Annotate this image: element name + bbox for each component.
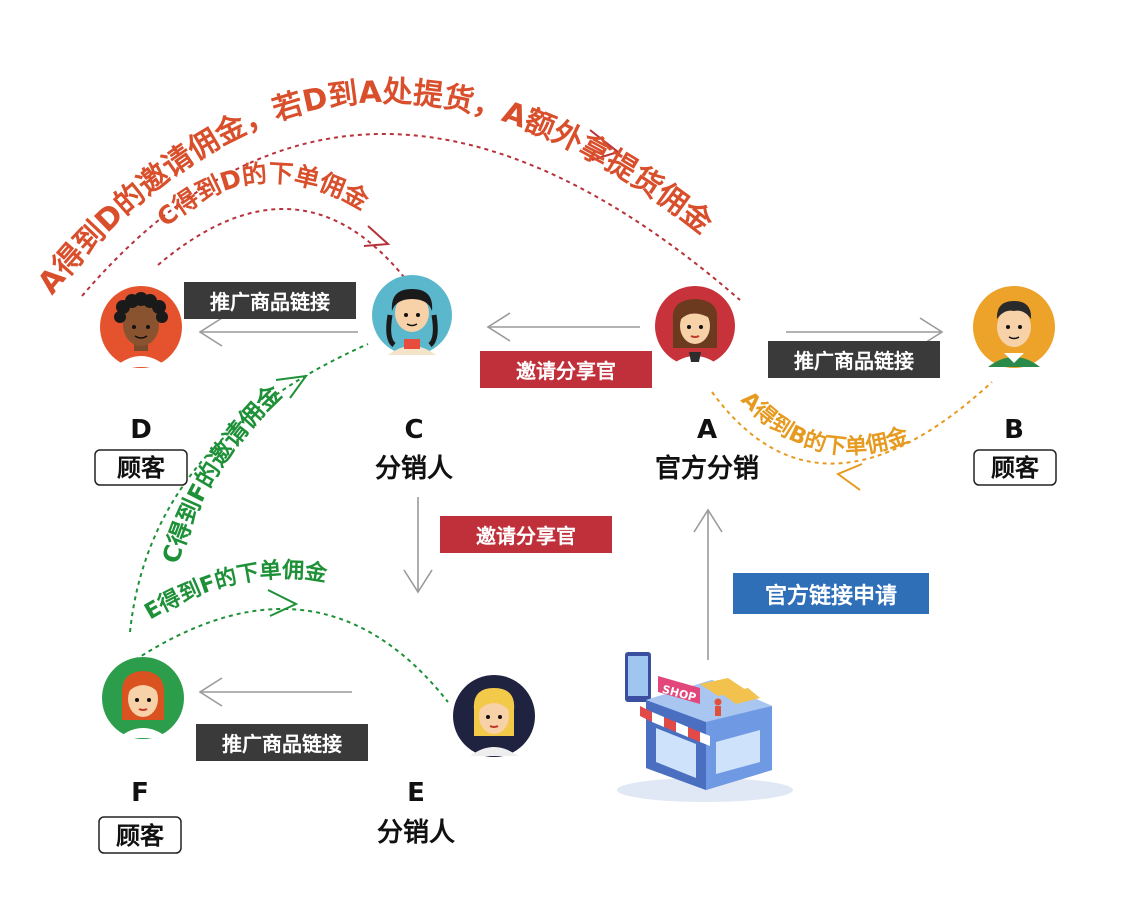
svg-text:邀请分享官: 邀请分享官 [516, 359, 616, 383]
label-promote-link-a-to-b: 推广商品链接 [768, 341, 940, 378]
svg-text:官方链接申请: 官方链接申请 [765, 583, 897, 609]
svg-text:顾客: 顾客 [116, 822, 165, 850]
official-distributor-avatar-icon [655, 286, 735, 366]
node-c-letter: C [404, 415, 423, 445]
node-a-role: 官方分销 [655, 453, 759, 484]
label-promote-link-c-to-d: 推广商品链接 [184, 282, 356, 319]
distributor-avatar-icon [372, 275, 452, 355]
shop-icon: SHOP [617, 652, 793, 802]
arc-label-a-gets-b-order: A得到B的下单佣金 [736, 387, 913, 460]
arc-c-gets-f-invite [129, 343, 369, 633]
node-c-role: 分销人 [375, 454, 453, 484]
arc-a-gets-d-invite [81, 129, 741, 301]
svg-text:推广商品链接: 推广商品链接 [222, 732, 342, 756]
node-d-role-box: 顾客 [94, 449, 188, 486]
arc-label-e-gets-f-order: E得到F的下单佣金 [141, 557, 330, 625]
arc-c-gets-d-order [157, 208, 409, 283]
node-b-letter: B [1004, 415, 1024, 445]
svg-text:顾客: 顾客 [117, 454, 166, 482]
arrow-c-to-d [198, 317, 358, 347]
customer-avatar-icon [102, 657, 184, 739]
distributor-avatar-icon [453, 675, 535, 757]
customer-avatar-icon [973, 286, 1055, 368]
label-official-link-apply: 官方链接申请 [733, 573, 929, 614]
customer-avatar-icon [100, 286, 182, 368]
arc-a-gets-b-order [711, 381, 993, 491]
node-f-role-box: 顾客 [98, 816, 182, 854]
arc-e-gets-f-order [134, 589, 449, 703]
label-promote-link-e-to-f: 推广商品链接 [196, 724, 368, 761]
node-b-role-box: 顾客 [973, 449, 1057, 486]
svg-text:邀请分享官: 邀请分享官 [476, 524, 576, 548]
node-a-letter: A [697, 415, 717, 445]
node-f-letter: F [131, 778, 149, 808]
svg-text:推广商品链接: 推广商品链接 [794, 349, 914, 373]
arrow-shop-to-a [693, 508, 723, 660]
arc-label-a-gets-d-invite: A得到D的邀请佣金，若D到A处提货，A额外拿提货佣金 [31, 75, 719, 301]
label-invite-sharer-a-to-c: 邀请分享官 [480, 351, 652, 388]
svg-text:推广商品链接: 推广商品链接 [210, 290, 330, 314]
node-e-role: 分销人 [377, 818, 455, 848]
node-d-letter: D [130, 415, 152, 445]
label-invite-sharer-c-to-e: 邀请分享官 [440, 516, 612, 553]
arrow-e-to-f [198, 677, 352, 707]
arrow-a-to-c [486, 312, 640, 342]
svg-text:顾客: 顾客 [991, 454, 1040, 482]
arrow-c-to-e [403, 497, 433, 594]
node-e-letter: E [407, 778, 425, 808]
